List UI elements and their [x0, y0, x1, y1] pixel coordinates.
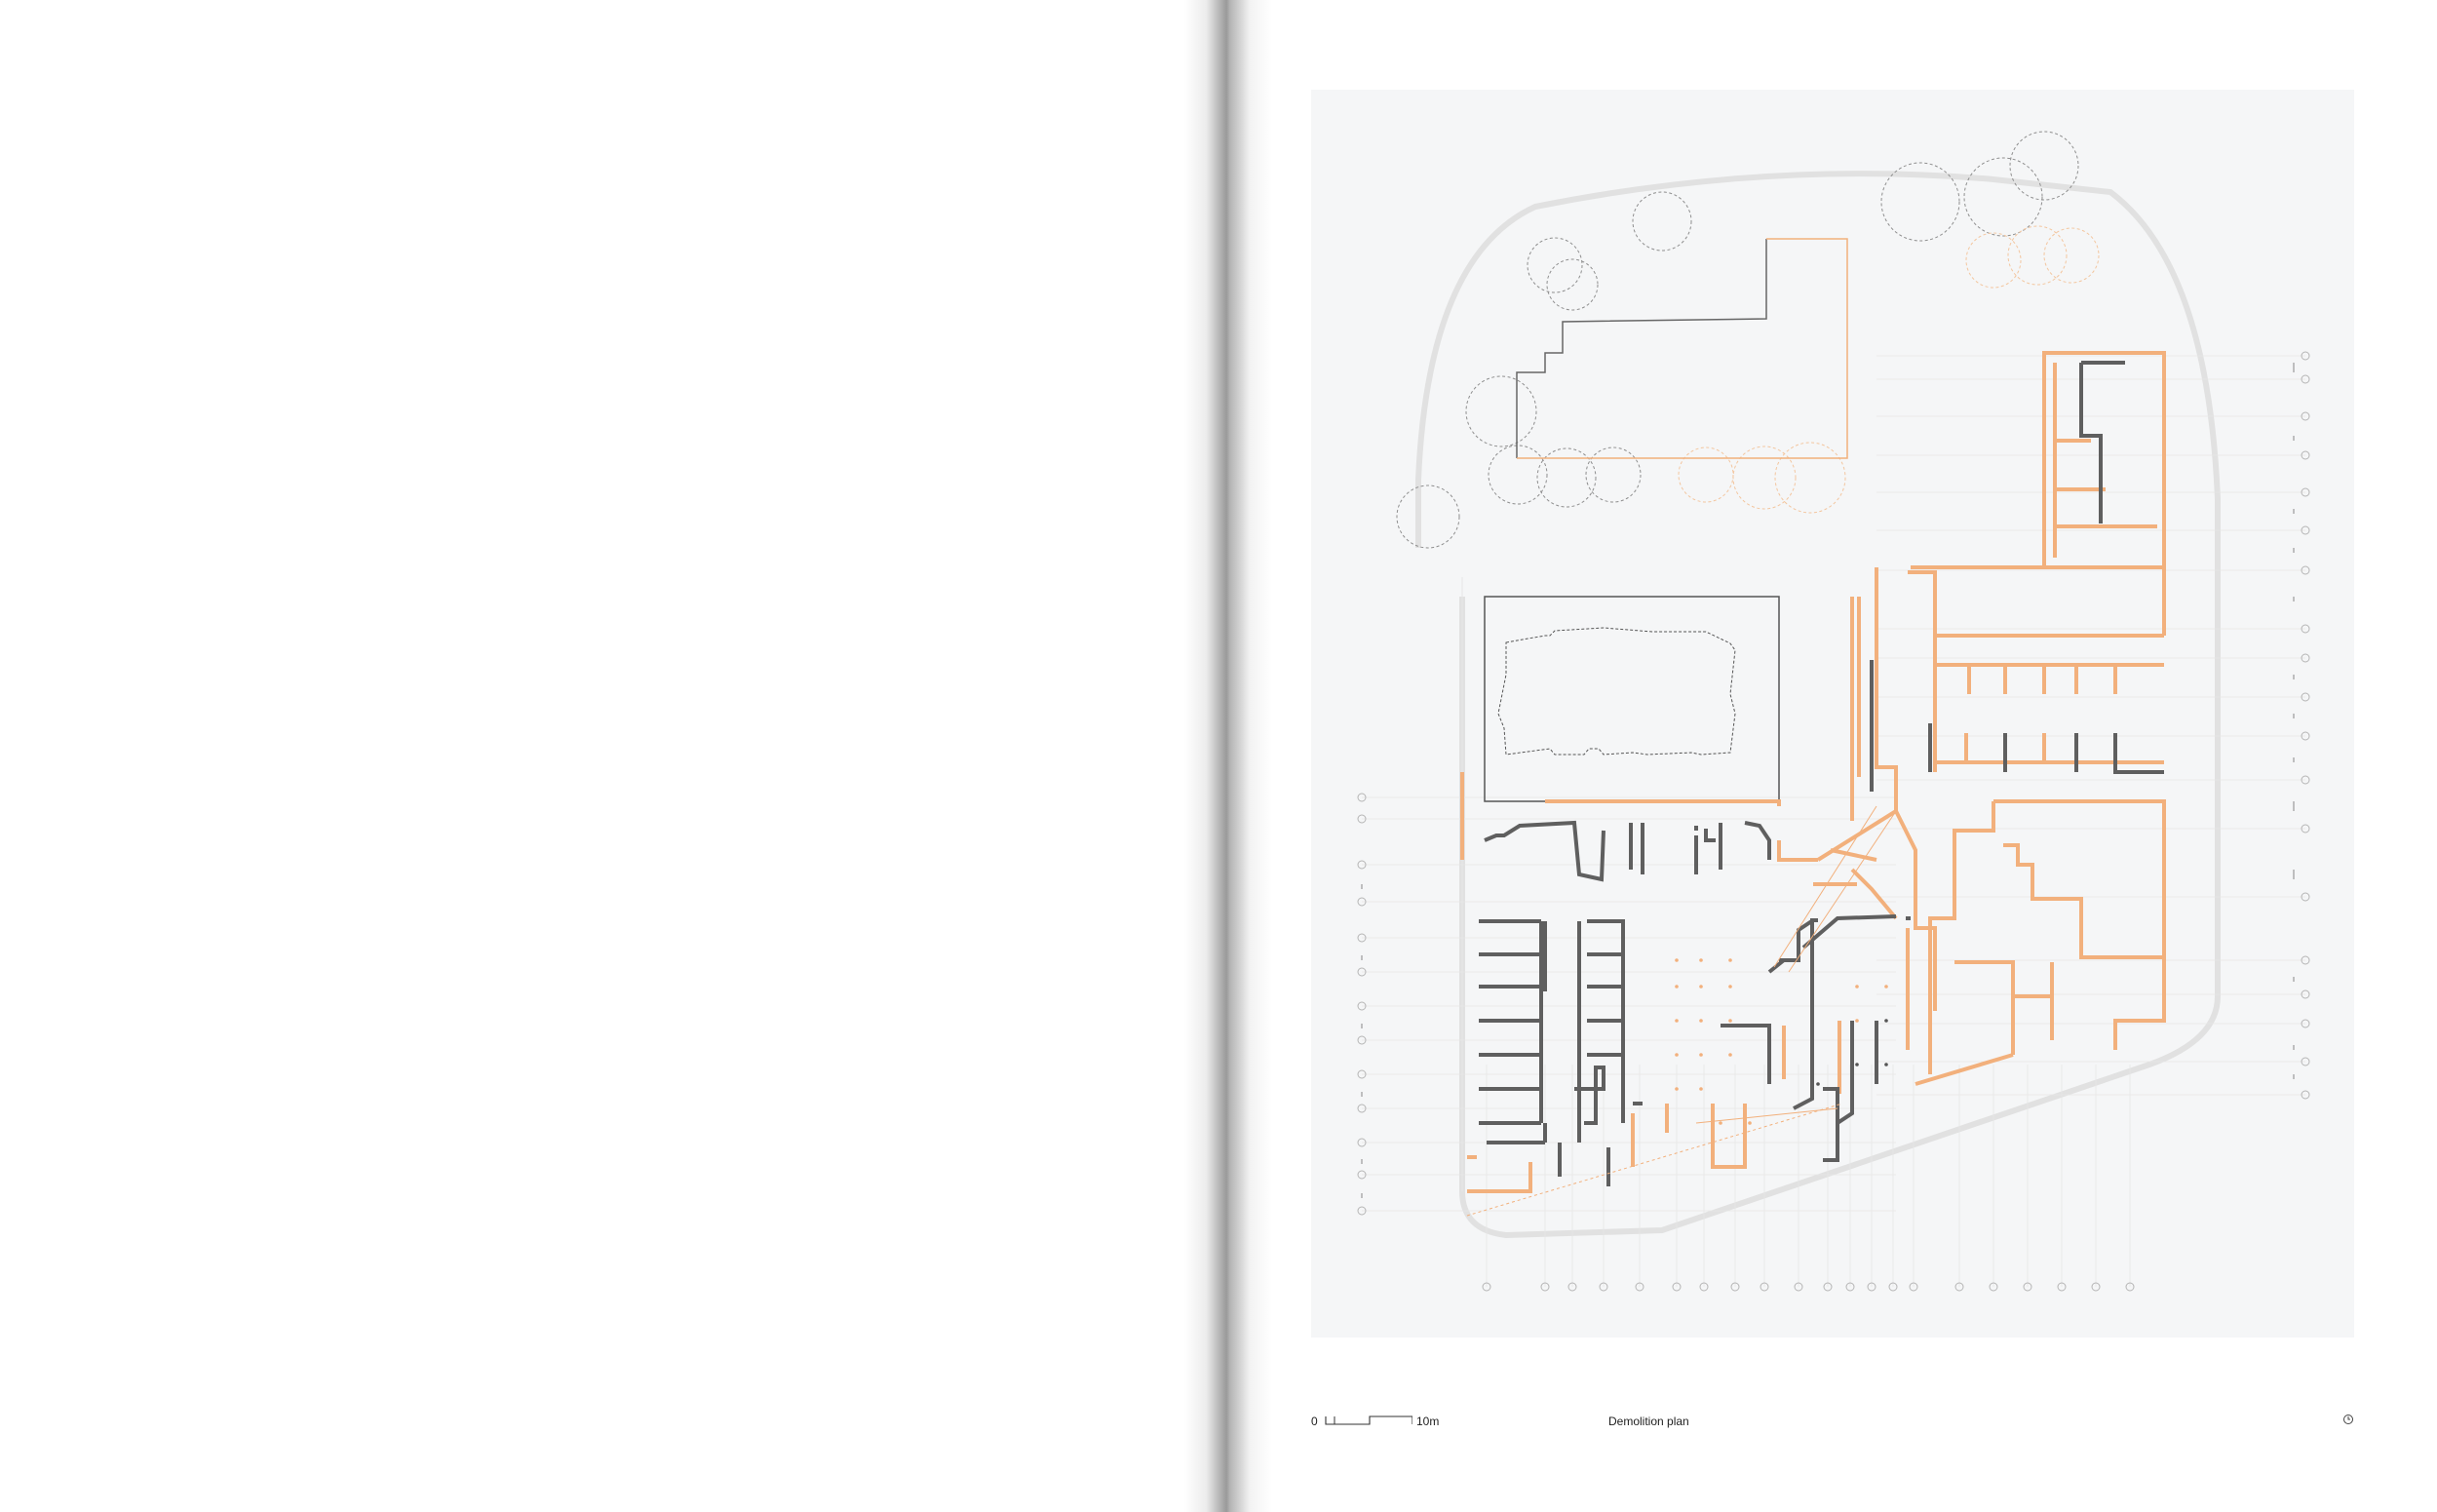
grid-bubbles-left — [1357, 793, 1367, 1216]
book-gutter-shadow — [1184, 0, 1272, 1512]
removed-trees — [1678, 225, 2100, 514]
existing-building-north — [1516, 239, 1767, 458]
column-markers-existing — [1816, 1019, 1888, 1086]
grid-lines-right — [1876, 355, 2305, 1096]
existing-trees — [1396, 131, 2079, 549]
grid-lines-vertical — [1486, 1065, 2131, 1287]
hall-footprint — [1497, 627, 1736, 756]
demolished-walls — [1460, 351, 2166, 1193]
existing-walls — [1479, 361, 2164, 1186]
circulation-edges — [1466, 805, 1897, 1217]
site-boundary — [1415, 171, 2221, 1239]
grid-lines-left — [1362, 796, 1896, 1212]
floor-plan-svg — [1357, 131, 2310, 1292]
grid-bubbles-right — [2301, 351, 2310, 1100]
demolition-plan-drawing — [1311, 90, 2354, 1338]
scale-end-label: 10m — [1416, 1415, 1440, 1428]
figure-caption: Demolition plan — [1608, 1415, 1689, 1428]
clock-icon — [2343, 1415, 2353, 1424]
column-markers — [1675, 958, 1888, 1125]
scale-bar — [1325, 1415, 1412, 1425]
existing-hall — [1484, 596, 1780, 802]
demolished-building-north-edge — [1517, 238, 1848, 459]
scale-start-label: 0 — [1311, 1415, 1318, 1428]
figure-caption-row: 0 10m Demolition plan — [1311, 1412, 2354, 1435]
grid-bubbles-bottom — [1482, 1282, 2135, 1292]
left-page-blank — [0, 0, 1218, 1512]
